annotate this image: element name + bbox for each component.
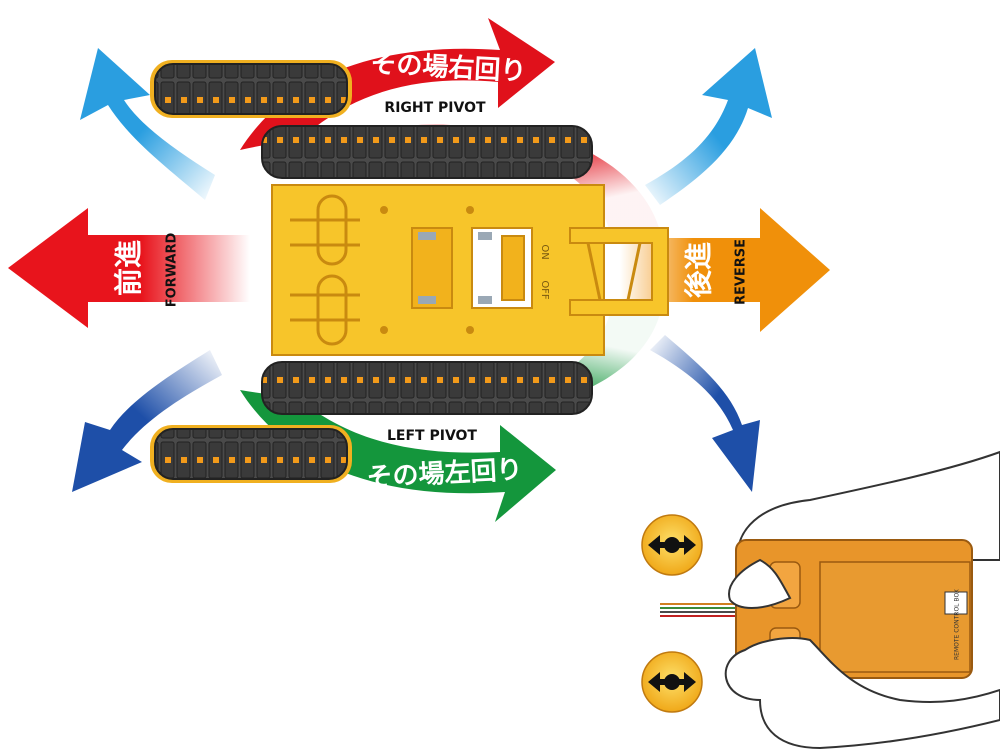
track-lower-outer <box>150 425 352 483</box>
forward-right-arrow <box>72 350 222 492</box>
forward-label-en: FORWARD <box>165 233 180 308</box>
double-arrow-icon <box>641 651 703 713</box>
track-main-upper <box>261 125 593 179</box>
reverse-arrow <box>620 208 830 332</box>
tank-model: ON OFF <box>150 60 669 483</box>
track-main-lower <box>261 361 593 415</box>
track-upper-outer <box>150 60 352 118</box>
right-pivot-label-en: RIGHT PIVOT <box>384 100 486 116</box>
forward-arrow <box>8 208 250 328</box>
double-arrow-icon <box>641 514 703 576</box>
reverse-left-arrow <box>650 335 760 492</box>
forward-label-jp: 前進 <box>112 240 145 296</box>
forward-left-arrow <box>80 48 215 200</box>
left-pivot-label-en: LEFT PIVOT <box>387 428 477 444</box>
reverse-right-arrow <box>645 48 772 205</box>
reverse-label-jp: 後進 <box>682 242 715 298</box>
front-bracket <box>569 227 669 316</box>
reverse-label-en: REVERSE <box>734 239 749 305</box>
switch-off-label: OFF <box>539 280 550 300</box>
controller-brand-label: REMOTE CONTROL BOX <box>954 589 961 660</box>
chassis: ON OFF <box>271 184 605 356</box>
remote-controller: REMOTE CONTROL BOX <box>660 450 1000 750</box>
switch-on-label: ON <box>539 244 550 259</box>
